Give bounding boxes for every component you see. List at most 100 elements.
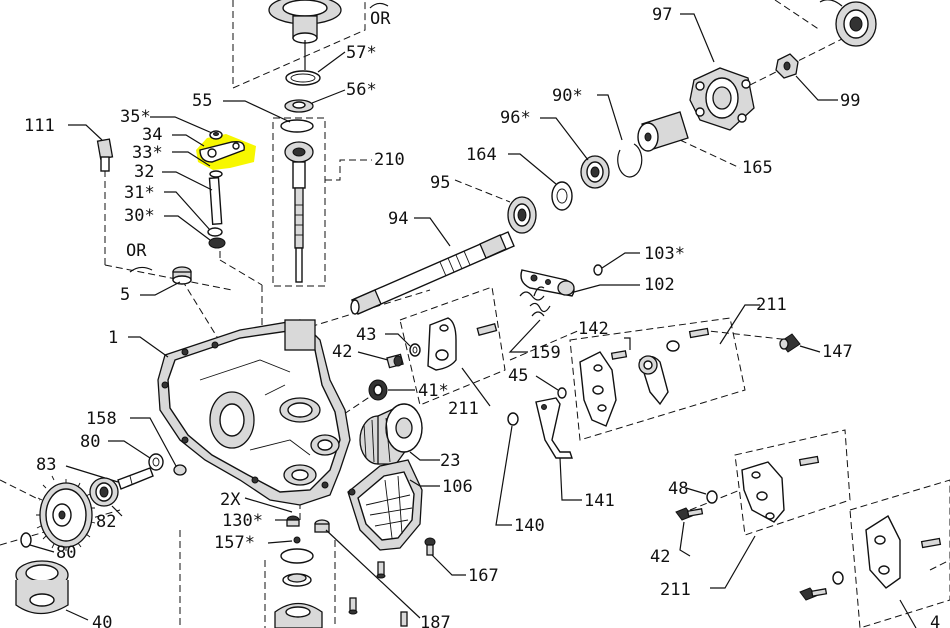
bearing-96 [580,155,610,189]
label-158: 158 [86,409,117,429]
label-42-center: 42 [332,342,352,362]
fitting-147 [779,333,801,353]
washer-lower-right [832,571,844,585]
plug-158 [173,464,187,476]
washer-45 [557,387,567,399]
shaft-94 [350,231,515,315]
label-34: 34 [142,125,162,145]
label-4-partial: 4 [930,613,940,628]
label-159: 159 [530,343,561,363]
screw-211-lower [798,455,820,467]
label-211-right: 211 [756,295,787,315]
label-80-top: 80 [80,432,100,452]
clip-103 [593,264,603,276]
washer-140 [507,412,519,426]
washer-211-right [666,340,680,352]
label-5: 5 [120,285,130,305]
axis-line-right-2 [699,329,791,341]
label-57: 57* [346,43,377,63]
lower-assembly-187 [274,548,323,628]
plug-130b [314,519,330,533]
or-arrow-icon-left [129,266,153,273]
leader-box-210 [325,159,372,181]
shaft-210 [284,141,314,283]
label-142: 142 [578,319,609,339]
label-157: 157* [214,533,255,553]
group-box-211-right [569,317,746,441]
label-103: 103* [644,244,685,264]
plug-5 [172,266,192,285]
label-83: 83 [36,455,56,475]
label-187: 187 [420,613,451,628]
seal-30 [208,237,226,249]
group-box-211-center [399,286,506,406]
pin-32 [208,176,223,225]
bolt-167 [424,537,436,556]
label-82: 82 [96,512,116,532]
label-23: 23 [440,451,460,471]
label-2x: 2X [220,490,241,510]
bolt-bottom-1 [376,561,386,579]
spur-gear-large [36,475,96,551]
label-or-top: OR [370,9,391,29]
wheel-hub-97 [689,67,755,131]
label-211-center: 211 [448,399,479,419]
link-141 [535,397,573,459]
label-165: 165 [742,158,773,178]
washer-80-bottom [20,532,32,548]
snap-ring-90 [617,143,643,178]
label-35: 35* [120,107,151,127]
filter-23 [359,403,423,465]
bolt-lower-right [799,587,828,601]
axis-line-97 [739,29,861,91]
label-102: 102 [644,275,675,295]
lever-arm-34 [199,130,245,163]
label-45: 45 [508,366,528,386]
label-40: 40 [92,613,112,628]
screw-43-right [476,323,498,337]
label-140: 140 [514,516,545,536]
plug-130 [286,515,300,527]
seal-41 [368,379,388,401]
nut-99 [775,53,799,79]
label-97: 97 [652,5,672,25]
hub-165 [637,111,689,152]
guard-106 [347,459,423,551]
bracket-lower-right [865,514,942,589]
label-141: 141 [584,491,615,511]
label-210: 210 [374,150,405,170]
label-80-bottom: 80 [56,543,76,563]
label-90: 90* [552,86,583,106]
label-211-lower: 211 [660,580,691,600]
group-box-211-lower [734,429,851,536]
o-ring-57 [285,70,321,86]
bolt-bottom-2 [348,597,358,615]
label-31: 31* [124,183,155,203]
label-55: 55 [192,91,212,111]
axis-line-right-1 [509,329,581,361]
label-167: 167 [468,566,499,586]
bracket-102 [520,269,575,297]
label-32: 32 [134,162,154,182]
bolt-142 [610,350,628,360]
label-48: 48 [668,479,688,499]
cover-40 [15,560,69,615]
plate-211-center [427,317,457,371]
plate-211-lower [741,461,785,523]
washer-80-top [148,453,164,471]
label-95: 95 [430,173,450,193]
bearing-95 [507,196,537,234]
group-box-top-center [232,0,366,89]
screw-211-right [688,327,710,339]
label-43: 43 [356,325,376,345]
bearing-top-right [819,0,877,47]
bolt-111 [68,124,114,172]
label-111: 111 [24,116,55,136]
axis-line-left-gear [0,509,121,546]
label-30: 30* [124,206,155,226]
axis-line-34b [219,259,263,286]
label-96: 96* [500,108,531,128]
ball-157 [293,536,301,544]
label-or-left: OR [126,241,147,261]
